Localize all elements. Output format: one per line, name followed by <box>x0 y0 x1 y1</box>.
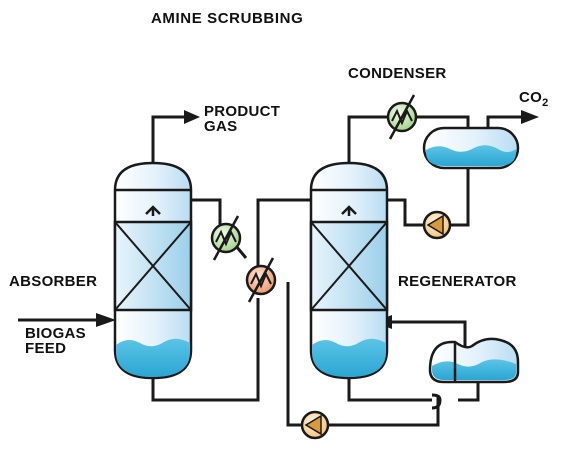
pump-icon <box>300 410 330 440</box>
condenser-to-drum-pipe <box>416 115 470 128</box>
co2-vent-pipe <box>486 115 523 128</box>
product-gas-pipe <box>151 115 184 163</box>
reboiler-vapor-return-pipe <box>382 320 467 350</box>
condenser-heat-exchanger-icon <box>386 94 418 140</box>
cooler-exchanger-link <box>234 245 248 259</box>
product-gas-arrow <box>184 110 200 124</box>
pump-icon <box>422 210 452 240</box>
co2-label-base: CO <box>519 89 543 106</box>
absorber-vessel <box>113 161 193 380</box>
co2-label-subscript: 2 <box>542 97 549 109</box>
regenerator-label: REGENERATOR <box>398 273 517 290</box>
reboiler <box>428 337 520 410</box>
reboiler-coil-pipe <box>458 378 480 402</box>
lean-rich-heat-exchanger-icon <box>245 257 277 303</box>
condenser-label: CONDENSER <box>348 65 447 82</box>
biogas-feed-label: BIOGAS FEED <box>25 326 86 356</box>
piping <box>151 115 523 427</box>
biogas-feed-label-line1: BIOGAS <box>25 325 86 342</box>
product-gas-label-line1: PRODUCT <box>204 103 281 120</box>
reflux-drum <box>422 126 520 170</box>
reflux-pipe <box>451 168 470 227</box>
product-gas-label-line2: GAS <box>204 118 238 135</box>
co2-arrow <box>521 110 539 124</box>
reflux-return-pipe <box>388 198 424 227</box>
co2-label: CO2 <box>519 89 549 109</box>
absorber-bottom-pipe <box>151 298 260 402</box>
product-gas-label: PRODUCT GAS <box>204 104 280 134</box>
regenerator-vessel <box>309 161 389 380</box>
regenerator-bottom-pipe <box>347 372 432 402</box>
diagram-title: AMINE SCRUBBING <box>151 10 304 27</box>
pump-suction-pipe <box>286 282 306 427</box>
biogas-feed-label-line2: FEED <box>25 340 67 357</box>
regenerator-overhead-pipe <box>347 115 388 163</box>
biogas-feed-arrow <box>96 313 116 327</box>
absorber-label: ABSORBER <box>9 273 98 290</box>
cooler-heat-exchanger-icon <box>210 215 242 261</box>
